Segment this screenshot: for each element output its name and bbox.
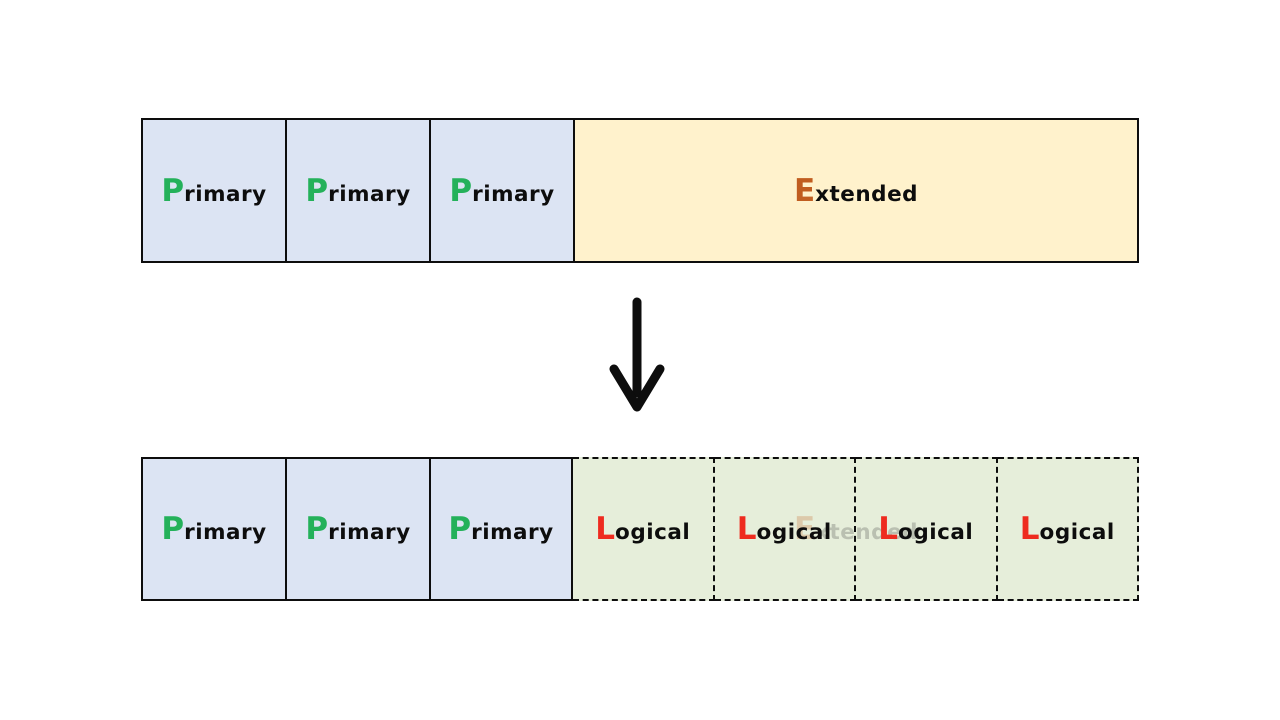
partition-cell-primary-4: Primary	[141, 457, 285, 601]
logical-label: Logical	[736, 511, 832, 547]
extended-label: Extended	[793, 172, 919, 209]
partition-cell-primary-1: Primary	[141, 118, 285, 263]
logical-label: Logical	[595, 511, 691, 547]
partition-cell-primary-3: Primary	[429, 118, 573, 263]
partition-cell-logical-4: Logical	[997, 457, 1139, 601]
primary-label: Primary	[449, 172, 555, 209]
primary-label: Primary	[161, 172, 267, 209]
primary-label: Primary	[448, 511, 554, 547]
partition-cell-logical-1: Logical	[573, 457, 715, 601]
down-arrow-icon	[606, 295, 668, 419]
logical-partition-region: Extended Logical Logical Logical Logical	[573, 457, 1139, 601]
partition-cell-extended: Extended	[573, 118, 1139, 263]
bottom-partition-bar: Primary Primary Primary Extended Logical…	[141, 457, 1139, 601]
primary-label: Primary	[305, 172, 411, 209]
partition-cell-primary-6: Primary	[429, 457, 573, 601]
partition-cell-primary-2: Primary	[285, 118, 429, 263]
logical-label: Logical	[878, 511, 974, 547]
primary-label: Primary	[161, 511, 267, 547]
primary-label: Primary	[305, 511, 411, 547]
partition-cell-primary-5: Primary	[285, 457, 429, 601]
top-partition-bar: Primary Primary Primary Extended	[141, 118, 1139, 263]
logical-label: Logical	[1019, 511, 1115, 547]
partition-cell-logical-2: Logical	[714, 457, 856, 601]
partition-cell-logical-3: Logical	[856, 457, 998, 601]
